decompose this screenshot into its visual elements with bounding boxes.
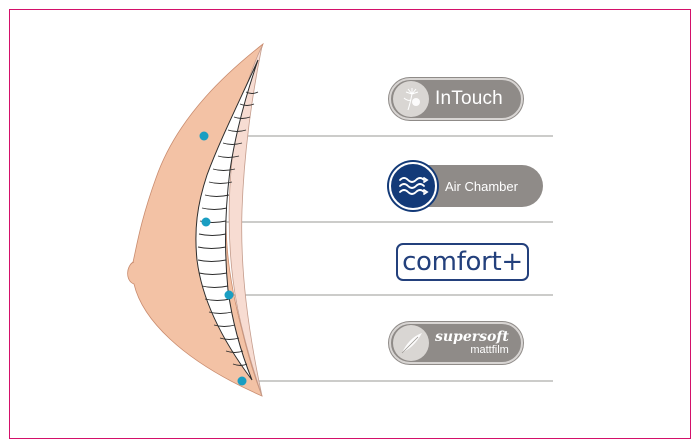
air-waves-icon (389, 162, 437, 210)
pointer-dot-intouch (200, 132, 209, 141)
pointer-dot-comfort (225, 291, 234, 300)
supersoft-label: supersoft (435, 330, 509, 344)
comfort-plus-badge: comfort+ (396, 243, 529, 281)
nipple (128, 262, 134, 284)
mattfilm-label: mattfilm (435, 345, 509, 356)
feather-icon (393, 325, 429, 361)
air-chamber-badge: Air Chamber (388, 165, 543, 207)
dandelion-icon (393, 81, 429, 117)
comfort-plus-label: comfort+ (402, 247, 523, 277)
supersoft-badge: supersoft mattfilm (389, 322, 523, 364)
air-chamber-label: Air Chamber (445, 179, 518, 194)
pointer-dot-supersoft (238, 377, 247, 386)
intouch-badge: InTouch (389, 78, 523, 120)
intouch-label: InTouch (435, 88, 503, 110)
prosthesis-diagram (0, 0, 700, 423)
pointer-dot-air-chamber (202, 218, 211, 227)
supersoft-label-group: supersoft mattfilm (435, 330, 509, 356)
